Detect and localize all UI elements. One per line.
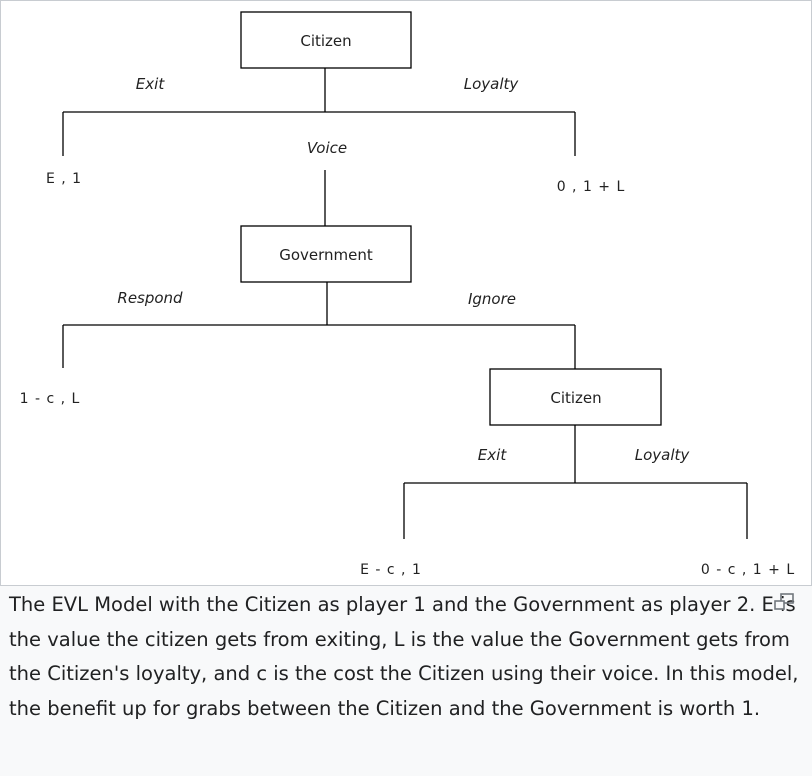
node-government [240,225,412,283]
payoff-respond: 1 - c , L [20,391,81,407]
node-citizen-second-label: Citizen [550,389,601,407]
payoff-loyalty-2: 0 - c , 1 + L [701,562,795,578]
branch-label-exit-2: Exit [478,446,508,464]
node-citizen-root [240,11,412,69]
branch-label-exit-1: Exit [136,75,166,93]
node-government-label: Government [279,246,373,264]
branch-label-loyalty-1: Loyalty [464,75,520,93]
enlarge-icon[interactable] [773,593,795,611]
figure-frame: Citizen Exit Loyalty Voice E , 1 0 , 1 +… [0,0,812,586]
branch-label-respond: Respond [117,289,183,307]
branch-label-loyalty-2: Loyalty [635,446,691,464]
payoff-exit-2: E - c , 1 [360,562,422,578]
payoff-loyalty-1: 0 , 1 + L [557,179,626,195]
figure-caption: The EVL Model with the Citizen as player… [9,593,799,720]
payoff-exit-1: E , 1 [46,171,82,187]
game-tree-diagram: Citizen Exit Loyalty Voice E , 1 0 , 1 +… [20,11,795,578]
branch-label-voice: Voice [307,139,347,157]
branch-label-ignore: Ignore [468,290,516,308]
node-citizen-root-label: Citizen [300,32,351,50]
